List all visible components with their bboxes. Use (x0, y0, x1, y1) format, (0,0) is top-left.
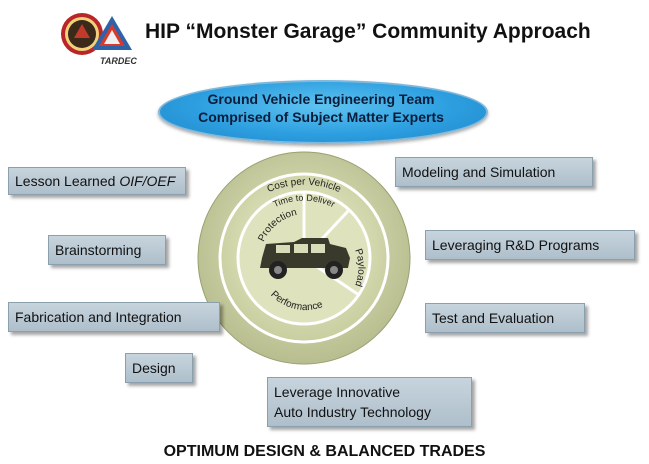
brainstorming-box: Brainstorming (48, 235, 166, 265)
fabrication-box: Fabrication and Integration (8, 302, 220, 332)
auto-industry-line-2: Auto Industry Technology (274, 404, 431, 420)
design-box: Design (125, 353, 193, 383)
fabrication-label: Fabrication and Integration (15, 309, 182, 325)
team-line-1: Ground Vehicle Engineering Team (207, 91, 435, 107)
leveraging-label: Leveraging R&D Programs (432, 237, 600, 253)
lessons-learned-box: Lesson Learned OIF/OEF (8, 167, 186, 195)
auto-industry-line-1: Leverage Innovative (274, 384, 401, 400)
footer-caption: OPTIMUM DESIGN & BALANCED TRADES (163, 443, 486, 460)
lessons-learned-italic: OIF/OEF (119, 173, 176, 189)
army-tardec-logo: TARDEC (60, 8, 160, 72)
svg-text:Payload: Payload (352, 247, 366, 287)
humvee-icon (260, 238, 350, 279)
trade-space-wheel: Cost per Vehicle Time to Deliver Protect… (196, 150, 412, 366)
logo-text: TARDEC (100, 56, 137, 66)
test-evaluation-label: Test and Evaluation (432, 310, 555, 326)
auto-industry-box: Leverage Innovative Auto Industry Techno… (267, 377, 472, 427)
leveraging-box: Leveraging R&D Programs (425, 230, 635, 260)
team-ellipse (158, 80, 488, 144)
design-label: Design (132, 360, 176, 376)
team-line-2: Comprised of Subject Matter Experts (198, 109, 444, 125)
payload-label: Payload (352, 247, 366, 287)
modeling-label: Modeling and Simulation (402, 164, 556, 180)
test-evaluation-box: Test and Evaluation (425, 303, 585, 333)
page-title: HIP “Monster Garage” Community Approach (145, 20, 591, 43)
modeling-box: Modeling and Simulation (395, 157, 593, 187)
team-label: Ground Vehicle Engineering Team Comprise… (158, 90, 484, 126)
brainstorming-label: Brainstorming (55, 242, 142, 258)
lessons-learned-label: Lesson Learned (15, 173, 120, 189)
